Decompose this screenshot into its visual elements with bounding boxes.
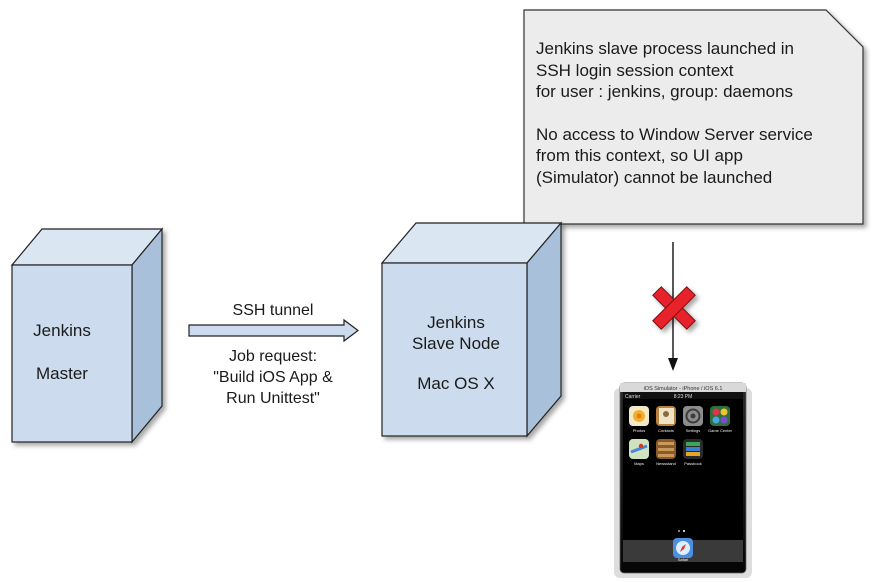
note-text: Jenkins slave process launched in SSH lo…	[536, 38, 836, 188]
app-label-safari: Safari	[678, 557, 689, 562]
app-icon-photos	[629, 406, 649, 426]
jenkins-slave-cube	[380, 221, 563, 438]
slave-label-line1: Jenkins	[427, 313, 485, 332]
ssh-tunnel-arrow	[188, 318, 359, 343]
note-line: (Simulator) cannot be launched	[536, 167, 773, 187]
simulator-titlebar	[620, 383, 746, 392]
app-icon-game-center	[710, 406, 730, 426]
job-request-line1: Job request:	[229, 348, 317, 365]
app-label-contacts: Contacts	[658, 428, 674, 433]
note-box	[523, 9, 864, 225]
app-label-maps: Maps	[634, 461, 644, 466]
status-time: 8:23 PM	[674, 394, 693, 400]
master-label-line1: Jenkins	[33, 321, 91, 340]
app-icon-contacts	[656, 406, 676, 426]
app-label-newsstand: Newsstand	[656, 461, 676, 466]
note-line: SSH login session context	[536, 60, 734, 80]
app-icon-safari	[673, 538, 693, 558]
note-line: for user : jenkins, group: daemons	[536, 82, 794, 101]
app-icon-maps	[629, 439, 649, 459]
slave-label-line3: Mac OS X	[417, 374, 494, 393]
status-carrier: Carrier	[625, 394, 641, 400]
note-line: Jenkins slave process launched in	[536, 39, 794, 58]
slave-label-line2: Slave Node	[412, 334, 500, 353]
jenkins-master-cube	[10, 227, 164, 444]
app-icon-settings	[683, 406, 703, 426]
note-line: from this context, so UI app	[536, 146, 743, 165]
job-request-line2: "Build iOS App &	[213, 369, 333, 386]
app-label-settings: Settings	[686, 428, 700, 433]
ios-simulator-window: iOS Simulator - iPhone / iOS 6.1 Carrier…	[614, 382, 752, 578]
app-label-photos: Photos	[633, 428, 645, 433]
master-label-line2: Master	[36, 364, 88, 383]
page-dot	[678, 530, 680, 532]
page-dot	[683, 530, 685, 532]
app-icon-passbook	[683, 439, 703, 459]
job-request-line3: Run Unittest"	[226, 390, 320, 407]
note-line: No access to Window Server service	[536, 124, 813, 144]
blocked-x-icon	[652, 286, 696, 330]
app-label-game-center: Game Center	[708, 428, 733, 433]
ssh-tunnel-label: SSH tunnel	[233, 302, 314, 319]
app-label-passbook: Passbook	[684, 461, 702, 466]
app-icon-newsstand	[656, 439, 676, 459]
simulator-title: iOS Simulator - iPhone / iOS 6.1	[644, 386, 723, 392]
